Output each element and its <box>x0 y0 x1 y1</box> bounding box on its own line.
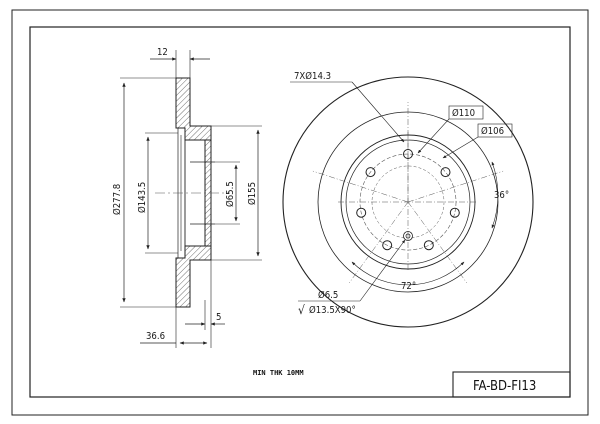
small-hole <box>405 233 411 239</box>
radial-line <box>407 201 468 284</box>
bolt-hole <box>403 149 413 159</box>
bolt-hole <box>423 240 434 251</box>
label-pcd-outer: Ø110 <box>452 108 475 119</box>
section-view: 12 Ø277.8 Ø143.5 Ø65.5 Ø155 36.6 5 <box>112 47 262 348</box>
dim-hat-depth: 5 <box>216 312 221 323</box>
face-view: 7XØ14.3 Ø110 Ø106 36° 72° Ø6.5 √ Ø13.5X9… <box>282 71 534 328</box>
radial-line <box>312 170 409 203</box>
bolt-hole <box>356 207 367 218</box>
inner-frame <box>29 26 571 398</box>
dim-thickness: 12 <box>157 47 168 58</box>
label-small-hole: Ø6.5 <box>318 290 338 301</box>
section-profile-bottom <box>175 245 212 308</box>
part-code: FA-BD-FI13 <box>473 379 536 394</box>
label-countersink: Ø13.5X90° <box>309 305 356 316</box>
title-block <box>452 371 571 398</box>
outer-frame <box>11 9 589 416</box>
bolt-hole <box>440 167 451 178</box>
countersink-symbol: √ <box>298 303 305 317</box>
dim-center-bore: Ø65.5 <box>225 181 236 207</box>
rotor-outer-circle <box>282 76 534 328</box>
dim-overall-height: 36.6 <box>146 331 165 342</box>
radial-line <box>407 170 504 203</box>
section-profile-top <box>175 77 212 141</box>
label-angle-large: 72° <box>401 281 416 292</box>
radial-line <box>348 201 409 284</box>
bolt-hole <box>382 240 393 251</box>
bolt-hole <box>449 207 460 218</box>
label-holes: 7XØ14.3 <box>294 71 331 82</box>
min-thickness-note: MIN THK 10MM <box>253 369 304 377</box>
label-pcd-inner: Ø106 <box>481 126 504 137</box>
label-angle-small: 36° <box>494 190 509 201</box>
bolt-hole <box>365 167 376 178</box>
dim-hat-diameter: Ø143.5 <box>137 182 148 213</box>
dim-outer-diameter: Ø277.8 <box>112 184 123 215</box>
small-hole-countersink <box>403 231 413 241</box>
dim-hub-diameter: Ø155 <box>247 182 258 205</box>
